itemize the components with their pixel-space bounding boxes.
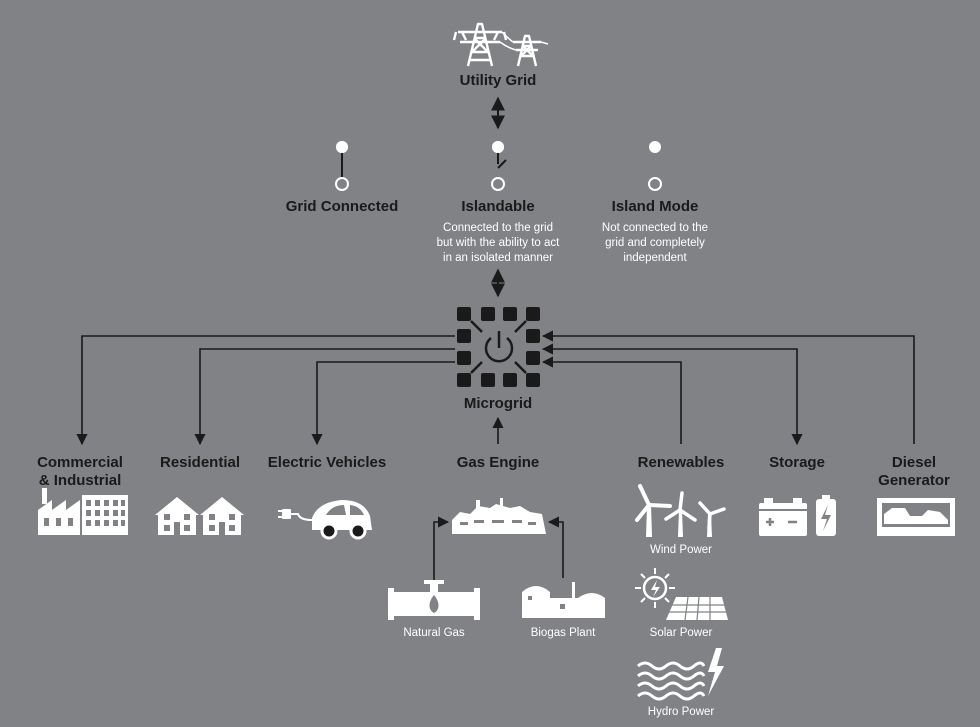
island-mode-description: Not connected to the grid and completely… <box>602 221 708 266</box>
biogas-plant-icon <box>522 582 605 618</box>
connections <box>76 330 915 586</box>
mode-grid-connected-label: Grid Connected <box>285 198 399 215</box>
diesel-label-line: Generator <box>878 472 950 489</box>
renewables-label: Renewables <box>637 454 725 471</box>
commercial-label: Commercial & Industrial <box>37 454 123 490</box>
commercial-label-line: & Industrial <box>38 472 122 489</box>
diesel-generator-icon <box>877 498 955 536</box>
residential-label: Residential <box>159 454 241 471</box>
battery-icon <box>759 495 836 536</box>
switch-islandable-icon <box>491 141 507 191</box>
diesel-label-line: Diesel <box>891 454 937 471</box>
microgrid-label: Microgrid <box>463 395 533 412</box>
transmission-tower-icon <box>452 22 549 67</box>
switch-closed-icon <box>335 141 349 191</box>
hydro-wave-icon <box>637 648 724 701</box>
factory-building-icon <box>38 488 128 535</box>
islandable-desc-line: Connected to the grid <box>443 222 553 234</box>
natural-gas-label: Natural Gas <box>403 627 465 639</box>
islandable-description: Connected to the grid but with the abili… <box>437 221 560 266</box>
wind-turbine-icon <box>635 484 726 537</box>
wind-power-label: Wind Power <box>650 544 712 556</box>
biogas-plant-label: Biogas Plant <box>530 627 596 639</box>
gas-engine-label: Gas Engine <box>456 454 540 471</box>
hydro-power-label: Hydro Power <box>647 706 715 718</box>
solar-panel-icon <box>635 568 728 621</box>
islandable-desc-line: in an isolated manner <box>443 252 553 264</box>
gas-pipeline-icon <box>388 580 480 620</box>
solar-power-label: Solar Power <box>649 627 713 639</box>
islandable-desc-line: but with the ability to act <box>436 237 560 249</box>
mode-islandable-label: Islandable <box>461 198 535 215</box>
mode-island-label: Island Mode <box>611 198 699 215</box>
island-desc-line: grid and completely <box>605 237 705 249</box>
electric-vehicles-label: Electric Vehicles <box>267 454 387 471</box>
gas-engine-icon <box>452 498 546 534</box>
switch-open-icon <box>648 141 662 191</box>
utility-grid-label: Utility Grid <box>459 72 537 89</box>
electric-car-icon <box>278 500 372 540</box>
storage-label: Storage <box>769 454 825 471</box>
diesel-generator-label: Diesel Generator <box>878 454 950 490</box>
island-desc-line: independent <box>623 252 687 264</box>
microgrid-controller-icon <box>457 307 540 387</box>
island-desc-line: Not connected to the <box>601 222 709 234</box>
commercial-label-line: Commercial <box>37 454 123 471</box>
houses-icon <box>155 497 244 535</box>
